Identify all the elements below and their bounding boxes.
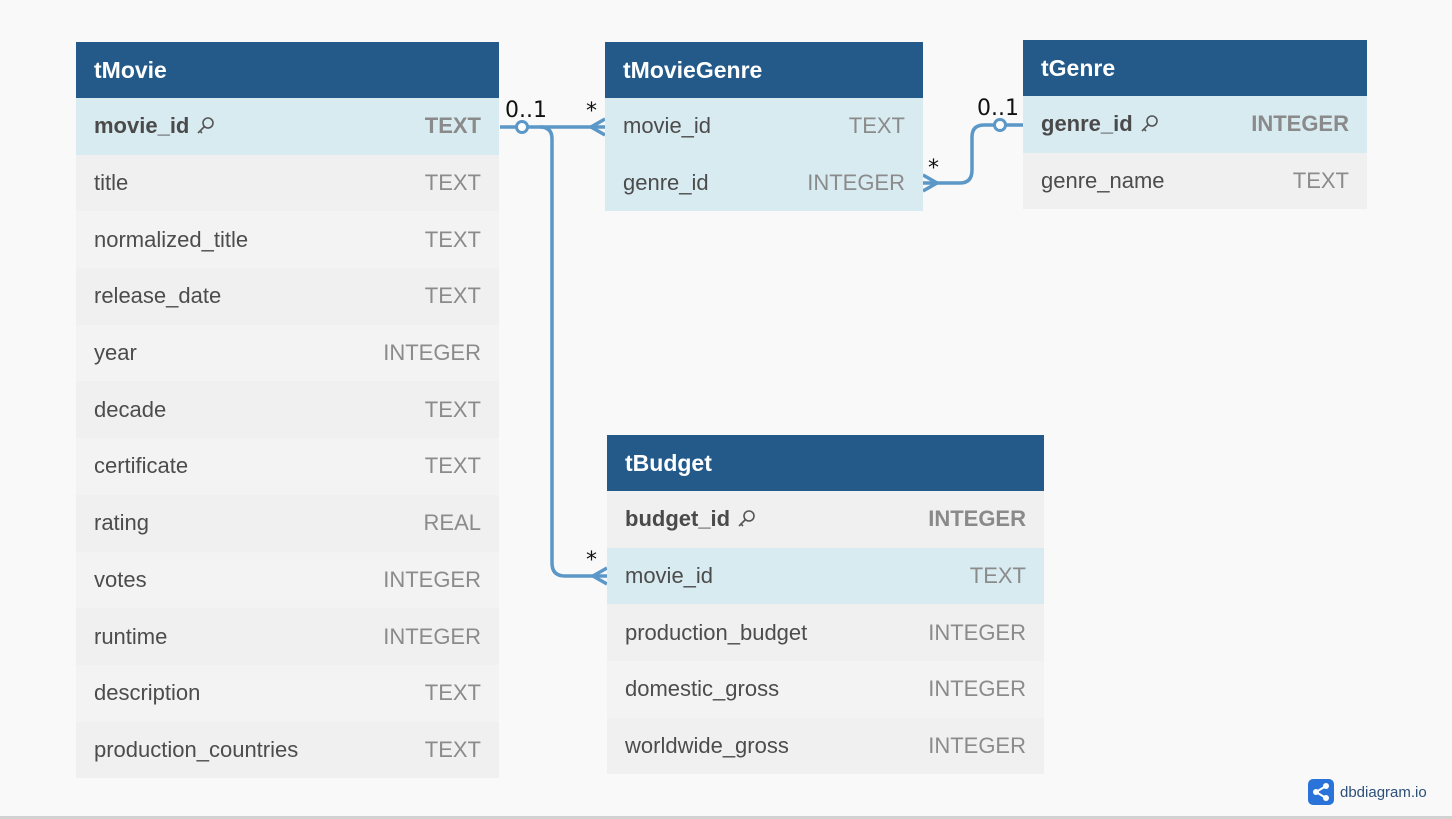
- column-name: year: [94, 340, 137, 366]
- column-name: rating: [94, 510, 150, 536]
- column-name: movie_id: [94, 113, 190, 139]
- table-title[interactable]: tMovieGenre: [605, 42, 923, 98]
- table-row[interactable]: description TEXT: [76, 664, 499, 722]
- table-row[interactable]: movie_id TEXT: [607, 547, 1044, 605]
- table-row[interactable]: movie_id TEXT: [76, 98, 499, 155]
- column-name: decade: [94, 396, 167, 422]
- column-name: genre_id: [1041, 111, 1133, 137]
- column-type: TEXT: [424, 170, 481, 196]
- optional-marker-genre: [993, 118, 1007, 132]
- column-name: certificate: [94, 453, 189, 479]
- column-type: INTEGER: [928, 733, 1026, 759]
- optional-marker-movie: [515, 120, 529, 134]
- column-type: TEXT: [1292, 168, 1349, 194]
- column-name: genre_name: [1041, 168, 1165, 194]
- table-row[interactable]: production_countries TEXT: [76, 721, 499, 779]
- table-row[interactable]: genre_name TEXT: [1023, 152, 1367, 210]
- table-tmoviegenre[interactable]: tMovieGenre movie_id TEXT genre_id INTEGER: [605, 42, 923, 212]
- label-movie-budget-to: *: [586, 548, 597, 573]
- column-name: release_date: [94, 283, 222, 309]
- label-movie-moviegenre-to: *: [586, 99, 597, 124]
- table-row[interactable]: budget_id INTEGER: [607, 491, 1044, 548]
- column-name: production_budget: [625, 619, 808, 645]
- column-type: TEXT: [424, 396, 481, 422]
- table-title[interactable]: tBudget: [607, 435, 1044, 491]
- column-name: budget_id: [625, 506, 731, 532]
- column-name: runtime: [94, 623, 168, 649]
- table-row[interactable]: rating REAL: [76, 494, 499, 552]
- column-name: worldwide_gross: [625, 733, 789, 759]
- table-title[interactable]: tGenre: [1023, 40, 1367, 96]
- column-name: votes: [94, 566, 147, 592]
- table-row[interactable]: votes INTEGER: [76, 551, 499, 609]
- column-type: TEXT: [848, 113, 905, 139]
- brand-text: dbdiagram.io: [1340, 783, 1427, 801]
- table-row[interactable]: title TEXT: [76, 154, 499, 212]
- column-type: TEXT: [424, 680, 481, 706]
- column-name: domestic_gross: [625, 676, 780, 702]
- table-row[interactable]: genre_id INTEGER: [1023, 96, 1367, 153]
- bottom-divider: [0, 816, 1452, 819]
- table-row[interactable]: year INTEGER: [76, 324, 499, 382]
- column-type: INTEGER: [383, 623, 481, 649]
- dbdiagram-logo-icon: [1308, 779, 1334, 805]
- column-name: movie_id: [623, 113, 712, 139]
- table-row[interactable]: release_date TEXT: [76, 268, 499, 325]
- crowfoot-moviegenre-genre: [922, 173, 941, 193]
- column-name: genre_id: [623, 170, 709, 196]
- table-tbudget[interactable]: tBudget budget_id INTEGER movie_id TEXT p…: [607, 435, 1044, 775]
- key-icon: [197, 117, 215, 134]
- column-type: TEXT: [424, 283, 481, 309]
- label-genre-moviegenre-to: *: [928, 156, 939, 181]
- crowfoot-moviegenre-movie: [587, 117, 606, 137]
- column-type: TEXT: [424, 113, 481, 139]
- table-row[interactable]: worldwide_gross INTEGER: [607, 717, 1044, 775]
- column-type: INTEGER: [1251, 111, 1349, 137]
- key-icon: [738, 510, 755, 527]
- table-row[interactable]: production_budget INTEGER: [607, 604, 1044, 662]
- column-type: INTEGER: [383, 340, 481, 366]
- column-name: title: [94, 170, 129, 196]
- table-title[interactable]: tMovie: [76, 42, 499, 98]
- table-row[interactable]: domestic_gross INTEGER: [607, 661, 1044, 718]
- column-type: INTEGER: [928, 676, 1026, 702]
- table-row[interactable]: certificate TEXT: [76, 438, 499, 495]
- link-genre-moviegenre: [923, 123, 1023, 185]
- column-type: TEXT: [424, 453, 481, 479]
- label-genre-moviegenre-from: 0..1: [977, 96, 1019, 121]
- link-movie-budget: [539, 125, 607, 578]
- table-row[interactable]: decade TEXT: [76, 381, 499, 439]
- label-movie-moviegenre-from: 0..1: [505, 98, 547, 123]
- key-icon: [1141, 115, 1158, 132]
- column-type: REAL: [423, 510, 481, 536]
- column-name: production_countries: [94, 736, 299, 762]
- column-type: TEXT: [969, 563, 1026, 589]
- table-row[interactable]: movie_id TEXT: [605, 98, 923, 155]
- column-type: INTEGER: [807, 170, 905, 196]
- column-type: INTEGER: [928, 619, 1026, 645]
- column-name: normalized_title: [94, 226, 249, 252]
- column-type: INTEGER: [383, 566, 481, 592]
- brand-logo[interactable]: dbdiagram.io: [1308, 779, 1427, 805]
- table-row[interactable]: genre_id INTEGER: [605, 154, 923, 212]
- table-row[interactable]: runtime INTEGER: [76, 608, 499, 665]
- column-name: description: [94, 680, 201, 706]
- table-tgenre[interactable]: tGenre genre_id INTEGER genre_name TEXT: [1023, 40, 1367, 210]
- column-name: movie_id: [625, 563, 714, 589]
- crowfoot-budget-movie: [589, 566, 608, 586]
- column-type: TEXT: [424, 736, 481, 762]
- column-type: INTEGER: [928, 506, 1026, 532]
- column-type: TEXT: [424, 226, 481, 252]
- table-row[interactable]: normalized_title TEXT: [76, 211, 499, 269]
